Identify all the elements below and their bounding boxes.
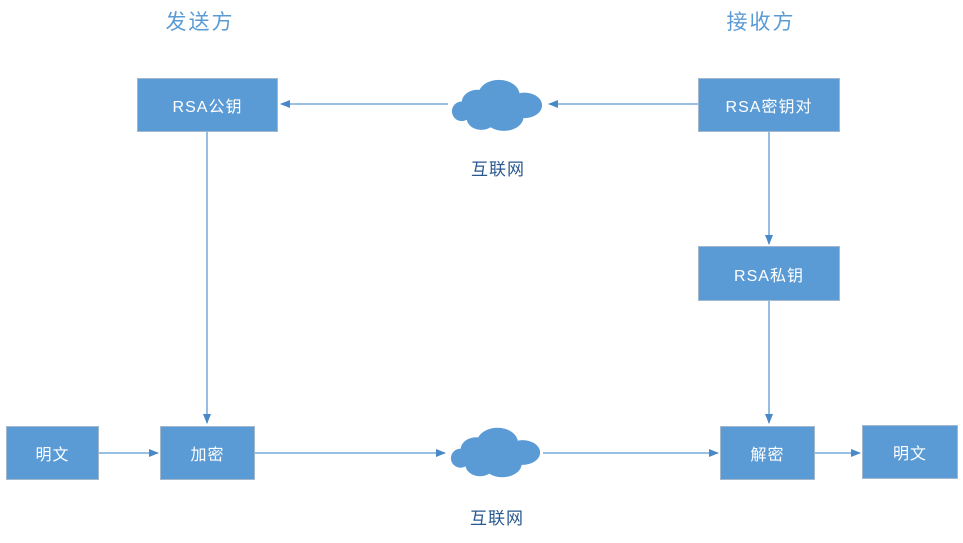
- internet-label-top: 互联网: [471, 160, 525, 179]
- internet-cloud-bottom-icon: [450, 427, 541, 478]
- sender-title: 发送方: [165, 11, 235, 34]
- node-rsa-private-key: RSA私钥: [698, 246, 840, 301]
- node-plaintext-left: 明文: [6, 426, 99, 480]
- receiver-title: 接收方: [726, 11, 796, 34]
- internet-label-bottom: 互联网: [470, 509, 524, 528]
- internet-cloud-top-icon: [451, 79, 543, 131]
- node-encrypt: 加密: [160, 426, 255, 480]
- node-plaintext-right: 明文: [862, 425, 958, 479]
- node-rsa-key-pair: RSA密钥对: [698, 78, 840, 132]
- node-rsa-public-key: RSA公钥: [137, 78, 278, 132]
- node-decrypt: 解密: [720, 426, 815, 480]
